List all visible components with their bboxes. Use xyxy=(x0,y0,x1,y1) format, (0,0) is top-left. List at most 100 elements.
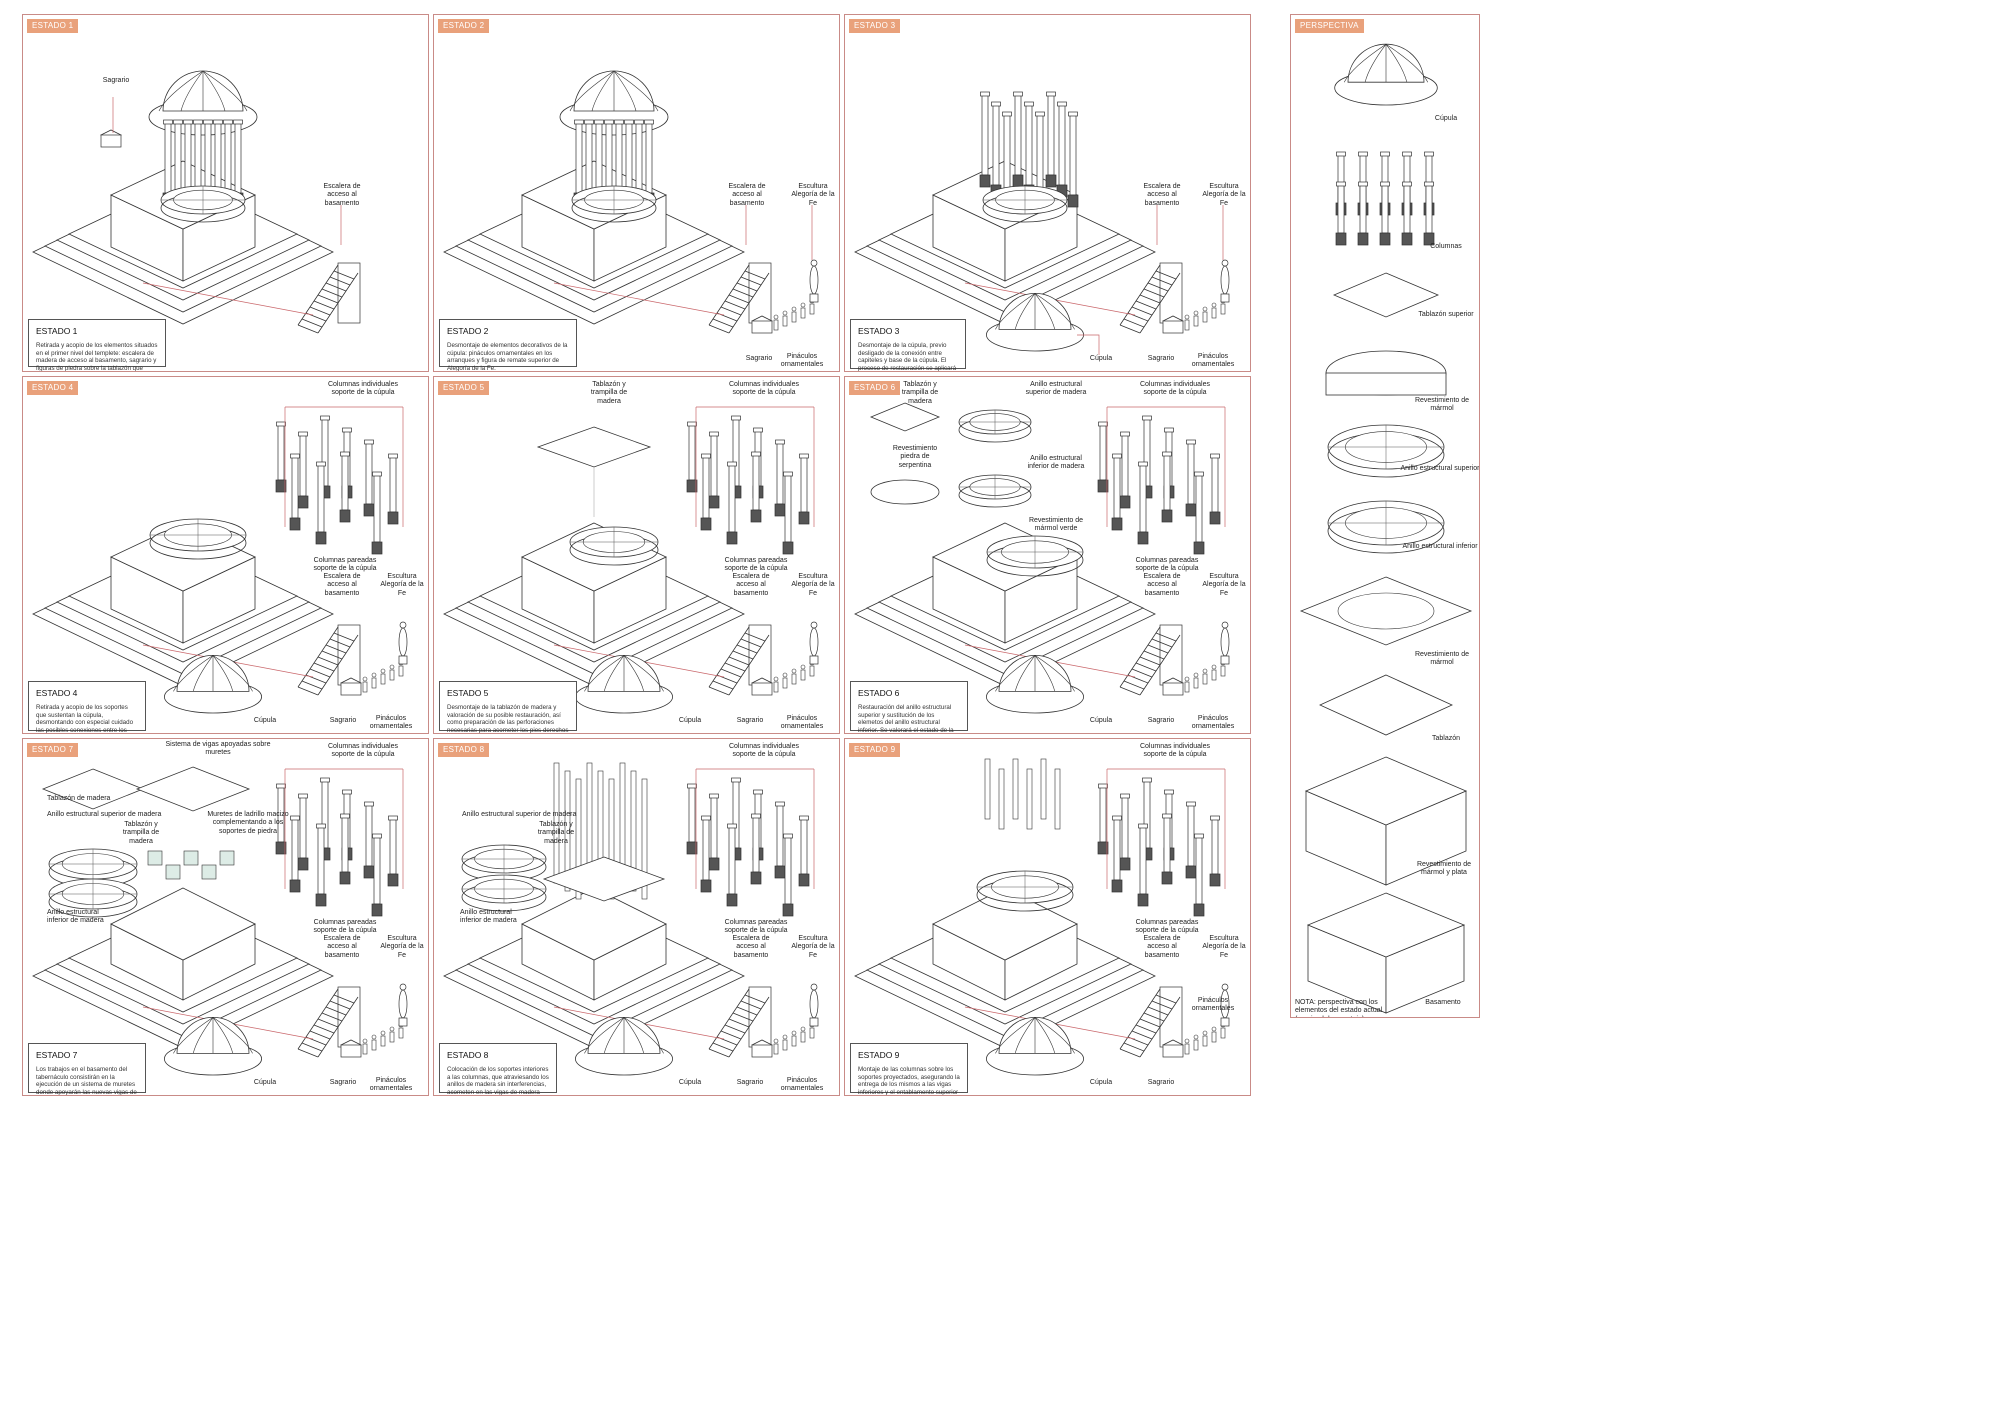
loose-column-capital xyxy=(709,431,719,437)
panel-estado-7: ESTADO 7 Tablazón de madera Sistema de v… xyxy=(22,738,429,1096)
label-columnas-pareadas: Columnas pareadas soporte de la cúpula xyxy=(724,557,788,573)
loose-column-capital xyxy=(1162,451,1172,457)
support-post xyxy=(641,778,648,900)
pinaculo xyxy=(1184,319,1190,331)
label-revestimiento-marmol: Revestimiento de mármol verde xyxy=(1028,517,1084,533)
pinaculo xyxy=(1220,303,1226,315)
pinaculo-finial xyxy=(380,668,386,674)
loose-column-shaft xyxy=(710,434,718,497)
pinaculo xyxy=(1202,311,1208,323)
loose-column-pedestal xyxy=(782,903,794,917)
persp-column-shaft xyxy=(1381,184,1389,234)
loose-column-shaft xyxy=(1195,474,1203,543)
leader-line xyxy=(553,282,725,316)
label-escalera: Escalera de acceso al basamento xyxy=(1143,935,1181,959)
label-columnas: Columnas xyxy=(1430,243,1462,250)
loose-column-pedestal xyxy=(750,871,762,885)
loose-column-pedestal xyxy=(1111,879,1123,893)
loose-column-capital xyxy=(799,815,809,821)
panel-art xyxy=(443,406,819,714)
staircase-step xyxy=(317,656,339,666)
label-escultura: Escultura Alegoría de la Fe xyxy=(1202,935,1246,959)
pinaculo-finial xyxy=(773,1038,779,1044)
loose-column-capital xyxy=(340,451,350,457)
pinaculo-finial xyxy=(1193,672,1199,678)
staircase-step xyxy=(1123,318,1145,328)
panel-art xyxy=(854,91,1230,355)
label-escultura: Escultura Alegoría de la Fe xyxy=(791,573,835,597)
label-sagrario: Sagrario xyxy=(1147,1079,1175,1086)
dome-rib xyxy=(1014,655,1036,692)
staircase-step xyxy=(297,324,319,334)
support-post xyxy=(998,768,1005,830)
tablazon-madera xyxy=(41,768,145,810)
loose-column-capital xyxy=(320,777,330,783)
panel-estado-5: ESTADO 5 Tablazón y trampilla de madera … xyxy=(433,376,840,734)
staircase-step xyxy=(1139,1018,1161,1028)
loose-column-pedestal xyxy=(275,841,287,855)
sagrario-body xyxy=(1162,320,1184,334)
label-pinaculos: Pináculos ornamentales xyxy=(369,715,413,731)
statue-head xyxy=(810,621,818,629)
staircase-step xyxy=(1151,638,1173,648)
staircase-step xyxy=(1119,686,1141,696)
staircase-step xyxy=(333,632,355,642)
brick-wall xyxy=(219,850,235,866)
staircase-rail xyxy=(1119,988,1161,1050)
pinaculo xyxy=(380,673,386,685)
pinaculo xyxy=(1220,1027,1226,1039)
staircase-step xyxy=(297,1048,319,1058)
dome-rib xyxy=(1014,293,1036,330)
persp-column-shaft xyxy=(1403,184,1411,234)
pinaculo-finial xyxy=(1202,668,1208,674)
staircase-step xyxy=(301,1042,323,1052)
loose-column-shaft xyxy=(800,456,808,513)
temple-column-capital xyxy=(1013,91,1023,97)
support-post xyxy=(608,778,615,900)
loose-column-shaft xyxy=(728,826,736,895)
loose-column-capital xyxy=(1138,823,1148,829)
loose-column-pedestal xyxy=(726,893,738,907)
statue-body xyxy=(398,989,408,1019)
pinaculo xyxy=(398,665,404,677)
loose-column-capital xyxy=(687,421,697,427)
pinaculo xyxy=(809,303,815,315)
serpentine-cladding xyxy=(870,479,940,505)
panel-tag: PERSPECTIVA xyxy=(1295,19,1364,33)
pinaculo xyxy=(800,1031,806,1043)
loose-column-pedestal xyxy=(315,893,327,907)
staircase-step xyxy=(309,668,331,678)
loose-column-capital xyxy=(751,813,761,819)
dome-rib xyxy=(1034,1017,1056,1054)
pinaculo xyxy=(362,681,368,693)
staircase-frame xyxy=(748,624,772,686)
temple-column-capital xyxy=(594,119,604,125)
loose-column-shaft xyxy=(365,804,373,867)
label-escalera: Escalera de acceso al basamento xyxy=(323,183,361,207)
loose-column-capital xyxy=(753,427,763,433)
label-columnas-individuales: Columnas individuales soporte de la cúpu… xyxy=(1139,381,1211,397)
dome-rib xyxy=(995,655,1036,692)
staircase-step xyxy=(317,294,339,304)
pinaculo-finial xyxy=(371,1034,377,1040)
loose-column-capital xyxy=(1138,461,1148,467)
panel-estado-9: ESTADO 9 Columnas individuales soporte d… xyxy=(844,738,1251,1096)
label-tablazon-trampilla: Tablazón y trampilla de madera xyxy=(122,821,160,845)
label-revestimiento-plata: Revestimiento de mármol y plata xyxy=(1416,861,1472,877)
persp-column-pedestal xyxy=(1335,232,1347,246)
loose-column-shaft xyxy=(373,836,381,905)
temple-column-pedestal xyxy=(1067,194,1079,208)
loose-column-pedestal xyxy=(1119,857,1131,871)
label-pinaculos: Pináculos ornamentales xyxy=(1191,715,1235,731)
pinaculo-finial xyxy=(800,664,806,670)
label-escultura: Escultura Alegoría de la Fe xyxy=(791,183,835,207)
dome-rib xyxy=(212,655,234,692)
loose-column-capital xyxy=(1210,453,1220,459)
pinaculo xyxy=(389,669,395,681)
temple-column-capital xyxy=(1046,91,1056,97)
statue-body xyxy=(809,627,819,657)
loose-column-shaft xyxy=(1113,456,1121,519)
